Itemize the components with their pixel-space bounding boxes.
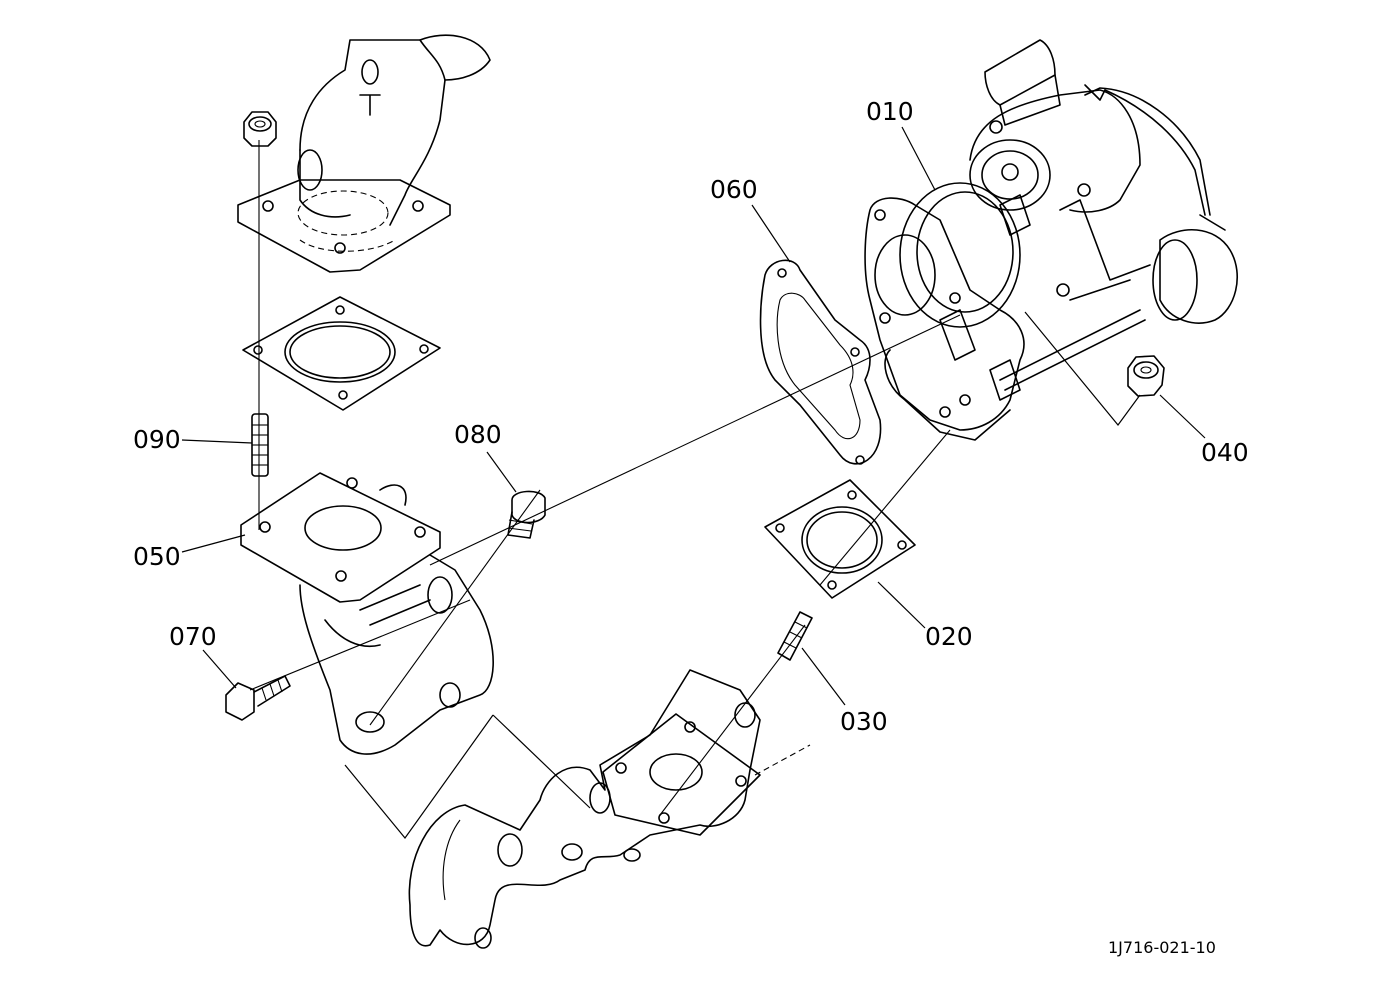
top-flange-nut — [243, 111, 277, 147]
exhaust-manifold — [408, 669, 811, 949]
gasket-020 — [764, 479, 916, 599]
bolt-080 — [507, 490, 546, 539]
label-050: 050 — [133, 542, 181, 571]
label-020: 020 — [925, 622, 973, 651]
adapter-elbow-050 — [240, 472, 494, 755]
upper-flange-plate — [237, 179, 451, 273]
leader-lines — [181, 126, 1206, 706]
grouping-brackets — [344, 311, 1141, 839]
label-080: 080 — [454, 420, 502, 449]
label-070: 070 — [169, 622, 217, 651]
turbocharger-010 — [864, 39, 1238, 441]
part-labels: 010 060 040 090 080 050 070 020 030 — [133, 97, 1249, 736]
label-040: 040 — [1201, 438, 1249, 467]
stud-030 — [777, 611, 813, 661]
label-010: 010 — [866, 97, 914, 126]
label-060: 060 — [710, 175, 758, 204]
label-090: 090 — [133, 425, 181, 454]
upper-gasket — [242, 296, 441, 411]
bolt-070 — [225, 675, 291, 721]
upper-elbow-pipe — [297, 34, 491, 236]
label-030: 030 — [840, 707, 888, 736]
nut-040 — [1127, 355, 1165, 397]
stud-090 — [251, 413, 269, 477]
drawing-code: 1J716-021-10 — [1108, 938, 1216, 957]
gasket-060 — [759, 259, 882, 465]
